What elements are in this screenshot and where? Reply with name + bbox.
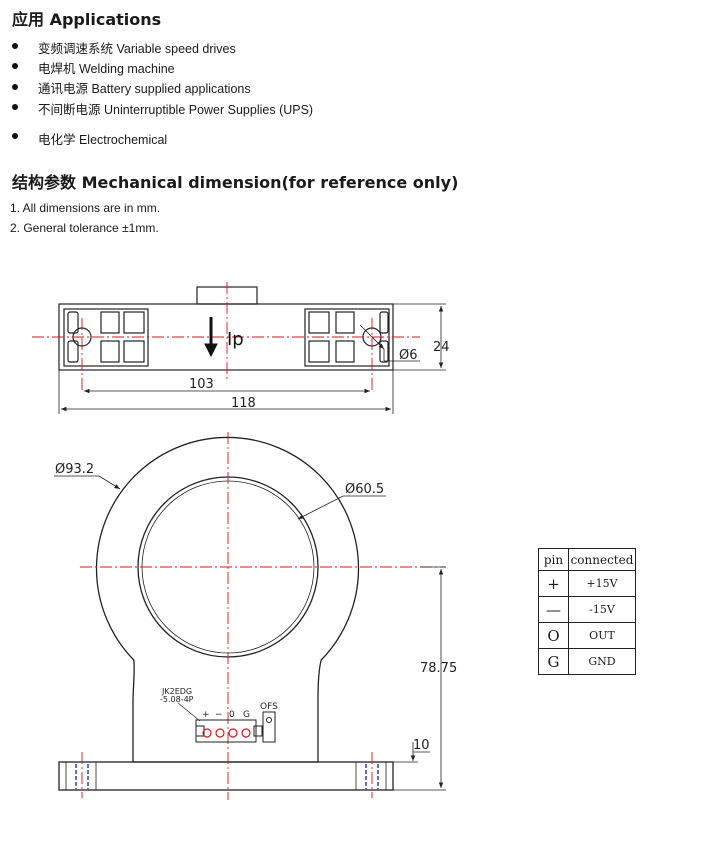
- housing-outline: [95, 436, 360, 763]
- list-item: 电焊机 Welding machine: [38, 62, 175, 76]
- pin-cell: O: [538, 622, 569, 649]
- dim-height-24: 24: [433, 340, 450, 355]
- connector-model-line2: -5.08-4P: [160, 695, 194, 704]
- pin-mark-minus: −: [215, 710, 223, 720]
- table-row: G GND: [538, 648, 636, 675]
- offset-trimmer: [262, 711, 276, 743]
- dim-outer-diameter: Ø93.2: [55, 462, 94, 477]
- ofs-label: OFS: [260, 702, 278, 712]
- pin-cell: —: [538, 596, 569, 623]
- mounting-foot: [58, 761, 394, 791]
- bullet-icon: [12, 104, 18, 110]
- applications-heading: 应用 Applications: [12, 10, 162, 29]
- table-row: — -15V: [538, 596, 636, 623]
- bullet-icon: [12, 133, 18, 139]
- bullet-icon: [12, 63, 18, 69]
- pin-mark-out: 0: [229, 710, 235, 720]
- front-view: [58, 436, 394, 791]
- bullet-icon: [12, 43, 18, 49]
- connected-cell: OUT: [568, 622, 636, 649]
- left-mount-block: [63, 308, 149, 367]
- pin-cell: +: [538, 570, 569, 597]
- connected-cell: -15V: [568, 596, 636, 623]
- bullet-icon: [12, 84, 18, 90]
- mechanical-heading: 结构参数 Mechanical dimension(for reference …: [12, 173, 459, 192]
- dim-center-height: 78.75: [420, 661, 457, 676]
- table-header-row: pin connected: [538, 548, 636, 571]
- connected-cell: GND: [568, 648, 636, 675]
- list-item: 通讯电源 Battery supplied applications: [38, 82, 251, 96]
- header-connected: connected: [568, 548, 636, 571]
- connected-cell: +15V: [568, 570, 636, 597]
- hidden-mount-holes: [75, 764, 379, 789]
- pin-connection-table: pin connected + +15V — -15V O OUT G GND: [538, 548, 636, 675]
- connector-model-line1: JK2EDG: [161, 687, 192, 696]
- ip-label: Ip: [227, 329, 244, 350]
- dim-total-width: 118: [231, 396, 256, 411]
- right-mount-block: [304, 308, 390, 367]
- dim-foot-height: 10: [413, 738, 430, 753]
- list-item: 电化学 Electrochemical: [38, 133, 168, 147]
- pin-cell: G: [538, 648, 569, 675]
- header-pin: pin: [538, 548, 569, 571]
- list-item: 不间断电源 Uninterruptible Power Supplies (UP…: [38, 103, 314, 117]
- pin-mark-gnd: G: [243, 710, 250, 720]
- dim-inner-diameter: Ø60.5: [345, 482, 384, 497]
- dim-hole-diameter: Ø6: [399, 348, 418, 363]
- pin-mark-plus: +: [202, 710, 210, 720]
- list-item: 变频调速系统 Variable speed drives: [38, 42, 236, 56]
- note-tolerance: 2. General tolerance ±1mm.: [10, 221, 159, 235]
- table-row: O OUT: [538, 622, 636, 649]
- top-view: [58, 286, 394, 371]
- table-row: + +15V: [538, 570, 636, 597]
- note-dimensions-unit: 1. All dimensions are in mm.: [10, 201, 161, 215]
- output-connector: [177, 702, 263, 743]
- dim-hole-spacing: 103: [189, 377, 214, 392]
- current-direction-arrow: [204, 317, 218, 358]
